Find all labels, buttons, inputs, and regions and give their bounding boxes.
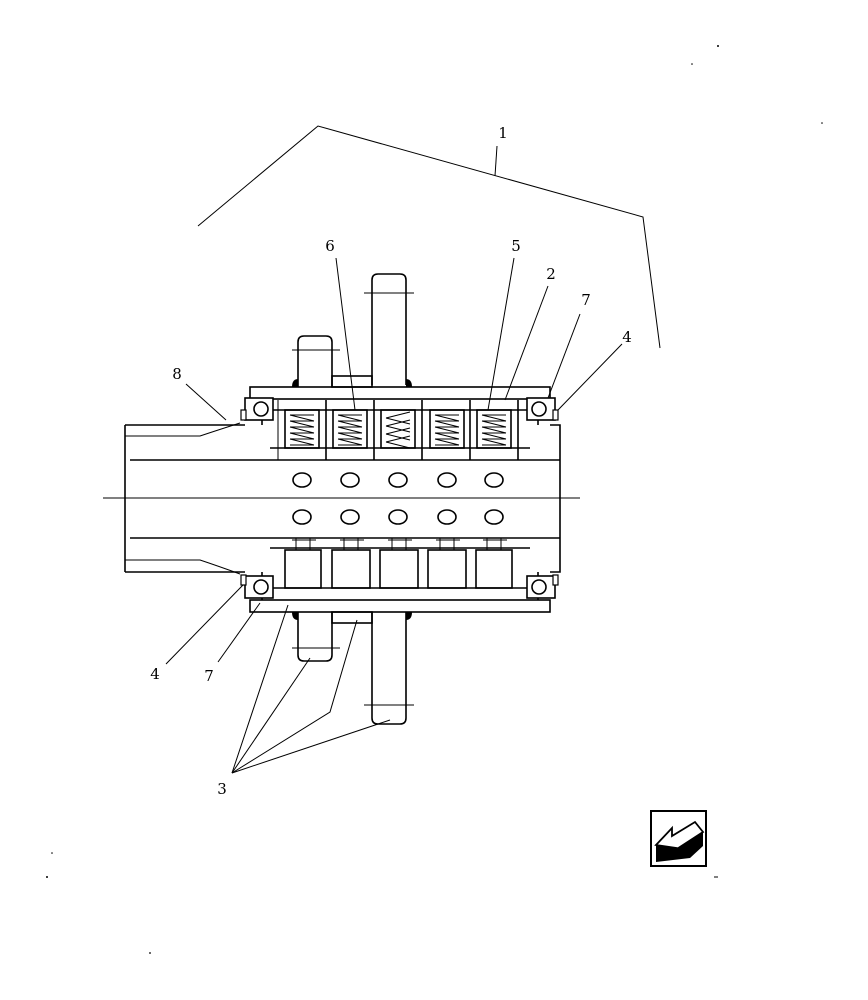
upper-springs (277, 400, 519, 460)
back-arrow-icon[interactable] (650, 810, 707, 867)
assembly-bracket (197, 125, 661, 349)
top-fittings (292, 273, 414, 388)
callout-8: 8 (172, 365, 182, 383)
oil-holes (292, 472, 504, 525)
callout-7-right: 7 (581, 291, 591, 309)
callout-4-left: 4 (150, 665, 160, 683)
callout-6: 6 (325, 237, 335, 255)
main-shaft (103, 422, 580, 575)
bottom-fittings (292, 611, 414, 725)
callout-5: 5 (511, 237, 521, 255)
callout-4-right: 4 (622, 328, 632, 346)
callout-1: 1 (498, 124, 508, 142)
lower-pistons (284, 538, 513, 589)
leader-lines (165, 257, 623, 774)
callout-7-left: 7 (204, 667, 214, 685)
scan-specks (46, 45, 823, 954)
lower-housing (249, 547, 551, 613)
callout-3: 3 (217, 780, 227, 798)
callout-labels: 1 2 3 4 4 5 6 7 7 8 (150, 124, 632, 798)
callout-2: 2 (546, 265, 556, 283)
bearings (240, 397, 559, 599)
